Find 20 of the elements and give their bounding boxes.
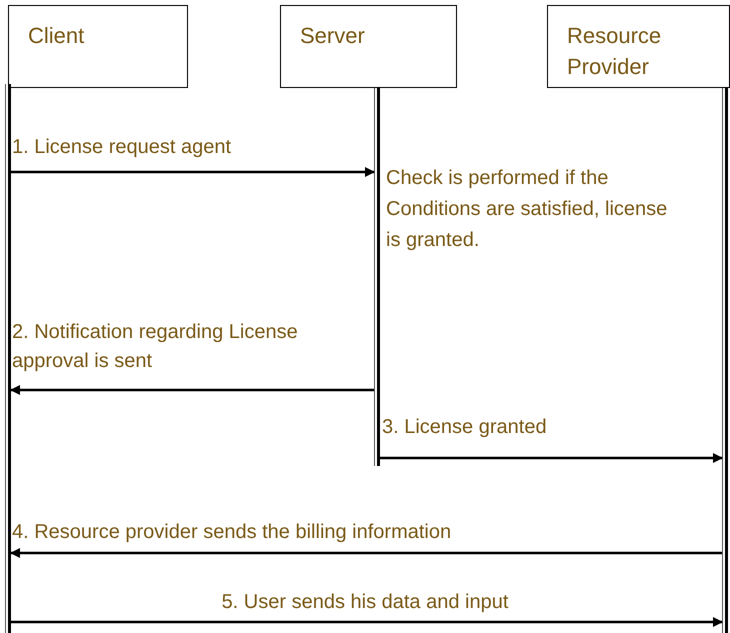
message-arrow xyxy=(10,385,374,395)
participant-label: Resource Provider xyxy=(567,22,662,81)
note-text: Check is performed if the Conditions are satisfied, license is granted. xyxy=(386,166,668,253)
participant-label: Client xyxy=(28,22,86,50)
message-label: 2. Notification regarding License approval is sent xyxy=(12,321,298,372)
participant-box xyxy=(8,5,188,88)
message-arrow xyxy=(380,453,723,463)
message-label: 3. License granted xyxy=(382,416,547,438)
participant-label: Server xyxy=(300,22,366,50)
message-arrow xyxy=(11,617,723,627)
message-label: 5. User sends his data and input xyxy=(222,591,508,613)
message-arrow xyxy=(10,548,722,558)
message-label: 1. License request agent xyxy=(12,136,232,158)
message-label: 4. Resource provider sends the billing information xyxy=(12,521,452,543)
message-arrow xyxy=(11,167,375,177)
participant-box xyxy=(280,5,457,88)
lifeline xyxy=(374,88,380,466)
lifeline xyxy=(722,88,728,633)
participant-box xyxy=(547,5,730,88)
lifeline xyxy=(5,84,11,633)
